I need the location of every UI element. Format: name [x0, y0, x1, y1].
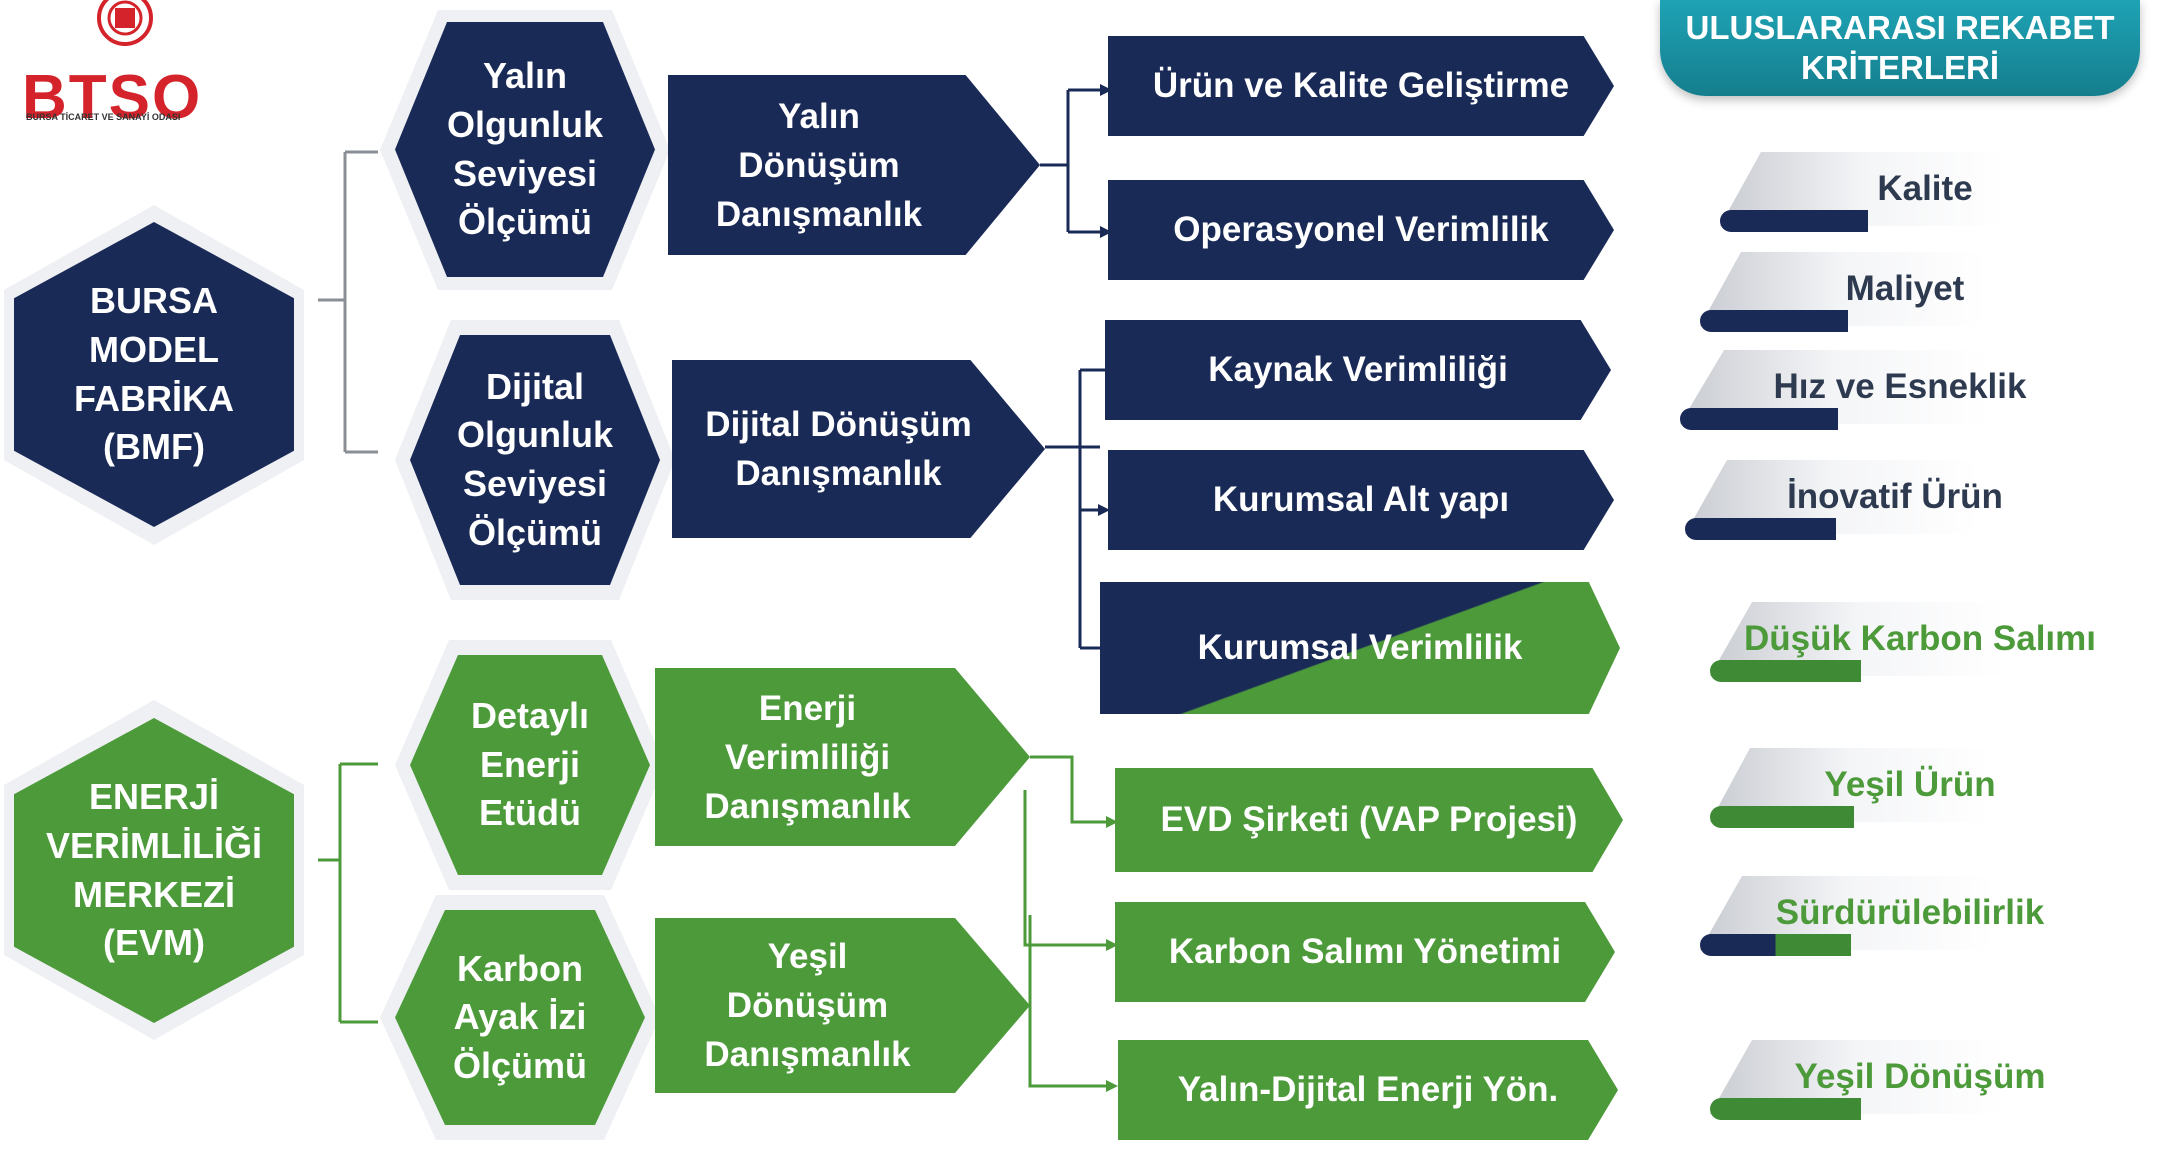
meas4-line-1: Karbon [457, 947, 583, 989]
meas3-line-2: Enerji [479, 743, 581, 785]
criterion-2-label: Maliyet [1845, 269, 1965, 308]
criterion-5-label: Düşük Karbon Salımı [1743, 619, 2097, 658]
cons2-line-2: Danışmanlık [735, 454, 942, 493]
evm-line-3: MERKEZİ [73, 873, 235, 915]
meas2-line-3: Seviyesi [462, 463, 608, 504]
criteria-header-line1: ULUSLARARASI REKABET [1685, 9, 2115, 47]
meas2-line-4: Ölçümü [467, 511, 602, 553]
logo-text: BTSO [22, 63, 203, 132]
cons4-line-2: Dönüşüm [726, 986, 889, 1025]
criterion-hiz-esneklik: Hız ve Esneklik [1680, 350, 2120, 430]
meas3-line-3: Etüdü [479, 792, 581, 834]
meas3-line-1: Detaylı [470, 695, 590, 737]
evm-line-2: VERİMLİLİĞİ [46, 824, 262, 866]
outcome-6-label: EVD Şirketi (VAP Projesi) [1160, 800, 1578, 839]
logo-seal-icon [97, 0, 153, 46]
criteria-header-line2: KRİTERLERİ [1801, 49, 1999, 86]
outcome-1-label: Ürün ve Kalite Geliştirme [1152, 66, 1570, 105]
outcome-urun-kalite: Ürün ve Kalite Geliştirme [1108, 36, 1614, 136]
criterion-dusuk-karbon: Düşük Karbon Salımı [1710, 602, 2130, 682]
consulting-enerji-verimliligi: Enerji Verimliliği Danışmanlık [655, 668, 1030, 846]
criterion-6-label: Yeşil Ürün [1824, 765, 1996, 804]
outcome-kurumsal-altyapi: Kurumsal Alt yapı [1108, 450, 1614, 550]
criterion-3-label: Hız ve Esneklik [1773, 367, 2027, 406]
criterion-yesil-donusum: Yeşil Dönüşüm [1710, 1040, 2130, 1120]
meas1-line-1: Yalın [482, 55, 568, 97]
criterion-7-label: Sürdürülebilirlik [1775, 893, 2045, 932]
outcome-7-label: Karbon Salımı Yönetimi [1168, 932, 1562, 971]
cons1-line-3: Danışmanlık [715, 194, 923, 234]
outcome-3-label: Kaynak Verimliliği [1208, 350, 1508, 389]
criterion-surdurulebilirlik: Sürdürülebilirlik [1700, 876, 2120, 956]
meas1-line-2: Olgunluk [447, 103, 603, 145]
cons1-line-1: Yalın [778, 96, 860, 136]
outcome-yalin-dijital-enerji: Yalın-Dijital Enerji Yön. [1118, 1040, 1618, 1140]
criterion-kalite: Kalite [1720, 152, 2130, 232]
criterion-yesil-urun: Yeşil Ürün [1710, 748, 2110, 828]
measurement-yalin-olgunluk: Yalın Olgunluk Seviyesi Ölçümü [395, 22, 655, 277]
outcome-kaynak-verimliligi: Kaynak Verimliliği [1105, 320, 1611, 420]
consulting-dijital-donusum: Dijital Dönüşüm Danışmanlık [672, 360, 1045, 538]
consulting-yesil-donusum: Yeşil Dönüşüm Danışmanlık [655, 918, 1030, 1093]
evm-line-1: ENERJİ [88, 776, 220, 818]
outcome-2-label: Operasyonel Verimlilik [1173, 210, 1549, 249]
criterion-8-label: Yeşil Dönüşüm [1794, 1057, 2046, 1096]
bmf-line-2: MODEL [89, 328, 219, 370]
outcome-5-label: Kurumsal Verimlilik [1197, 628, 1523, 667]
criterion-maliyet: Maliyet [1700, 252, 2110, 332]
meas1-line-3: Seviyesi [452, 152, 598, 194]
outcome-operasyonel-verimlilik: Operasyonel Verimlilik [1108, 180, 1614, 280]
btso-logo [22, 0, 212, 130]
measurement-karbon-ayak-izi: Karbon Ayak İzi Ölçümü [395, 910, 645, 1125]
cons4-line-1: Yeşil [767, 937, 848, 976]
meas2-line-1: Dijital [485, 365, 584, 407]
bmf-line-4: (BMF) [103, 426, 205, 468]
meas4-line-3: Ölçümü [452, 1044, 587, 1086]
criterion-inovatif-urun: İnovatif Ürün [1685, 460, 2105, 540]
bmf-center-node: BURSA MODEL FABRİKA (BMF) [14, 222, 294, 527]
outcome-kurumsal-verimlilik: Kurumsal Verimlilik [1100, 582, 1620, 714]
criterion-4-label: İnovatif Ürün [1787, 477, 2003, 516]
consulting-yalin-donusum: Yalın Dönüşüm Danışmanlık [668, 75, 1040, 255]
bmf-line-1: BURSA [89, 280, 218, 322]
cons1-line-2: Dönüşüm [738, 145, 900, 185]
cons3-line-3: Danışmanlık [704, 786, 911, 826]
measurement-detayli-enerji: Detaylı Enerji Etüdü [410, 655, 650, 875]
evm-line-4: (EVM) [103, 922, 205, 964]
outcome-8-label: Yalın-Dijital Enerji Yön. [1177, 1070, 1559, 1109]
outcome-karbon-salimi: Karbon Salımı Yönetimi [1115, 902, 1615, 1002]
cons3-line-2: Verimliliği [724, 737, 891, 777]
outcome-4-label: Kurumsal Alt yapı [1212, 480, 1510, 519]
meas1-line-4: Ölçümü [457, 201, 592, 243]
bmf-line-3: FABRİKA [74, 377, 234, 419]
criterion-1-label: Kalite [1877, 169, 1973, 208]
measurement-dijital-olgunluk: Dijital Olgunluk Seviyesi Ölçümü [410, 335, 660, 585]
outcome-evd-sirketi: EVD Şirketi (VAP Projesi) [1115, 768, 1623, 872]
meas2-line-2: Olgunluk [457, 414, 613, 456]
cons2-line-1: Dijital Dönüşüm [705, 405, 972, 444]
cons4-line-3: Danışmanlık [704, 1035, 911, 1074]
logo-subtitle: BURSA TİCARET VE SANAYİ ODASI [26, 112, 181, 122]
cons3-line-1: Enerji [758, 688, 857, 728]
meas4-line-2: Ayak İzi [453, 996, 587, 1038]
criteria-header: ULUSLARARASI REKABET KRİTERLERİ [1660, 0, 2140, 96]
